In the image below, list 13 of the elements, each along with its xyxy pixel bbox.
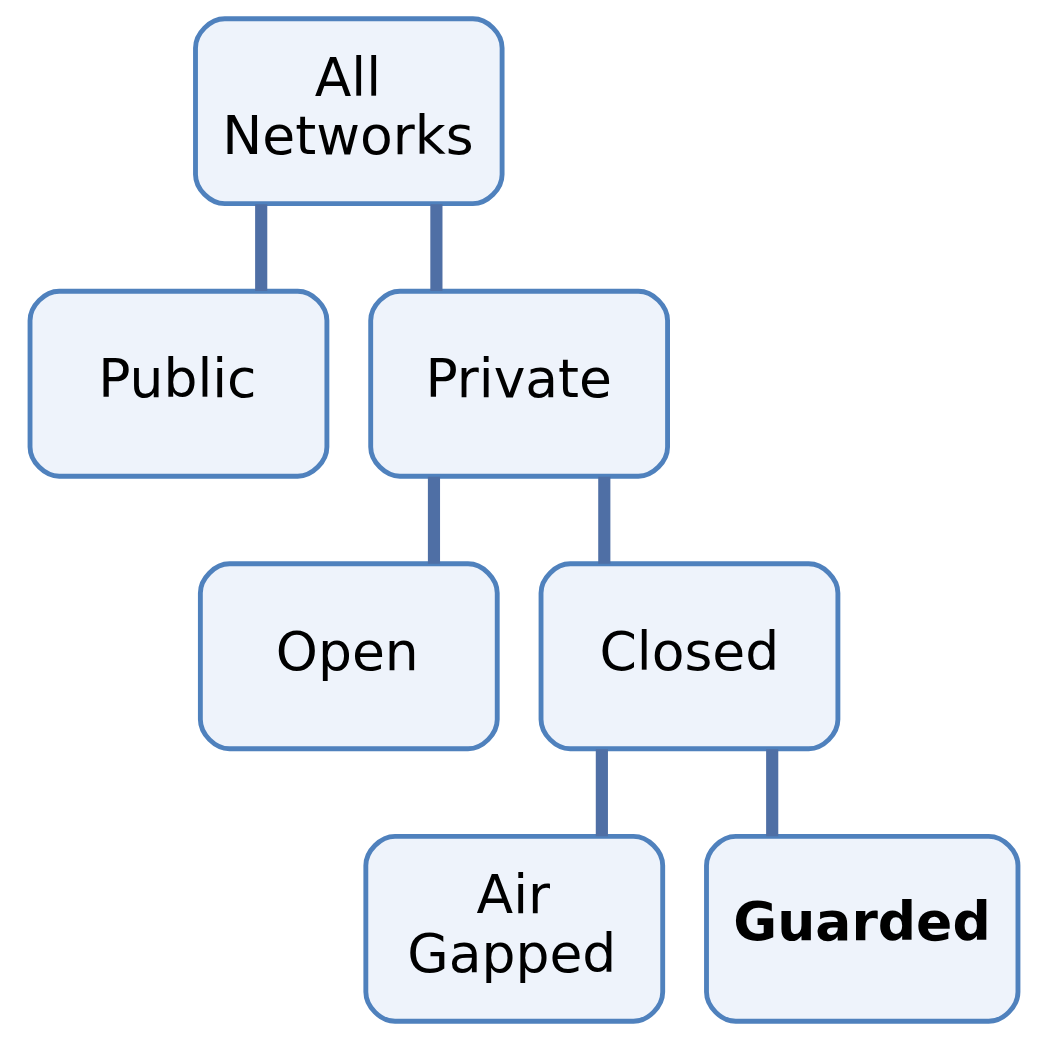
- connector: [595, 748, 608, 836]
- node-box: Air Gapped: [363, 833, 666, 1024]
- connector: [598, 476, 611, 564]
- node-box: Closed: [538, 560, 841, 751]
- node-box: Open: [197, 560, 500, 751]
- connector: [255, 203, 268, 291]
- node-box: Private: [368, 288, 670, 479]
- connector: [766, 748, 779, 836]
- node-box: Public: [27, 288, 330, 479]
- node-box: Guarded: [704, 833, 1021, 1024]
- connector: [430, 203, 443, 291]
- node-box: All Networks: [193, 15, 505, 206]
- connector: [427, 476, 441, 564]
